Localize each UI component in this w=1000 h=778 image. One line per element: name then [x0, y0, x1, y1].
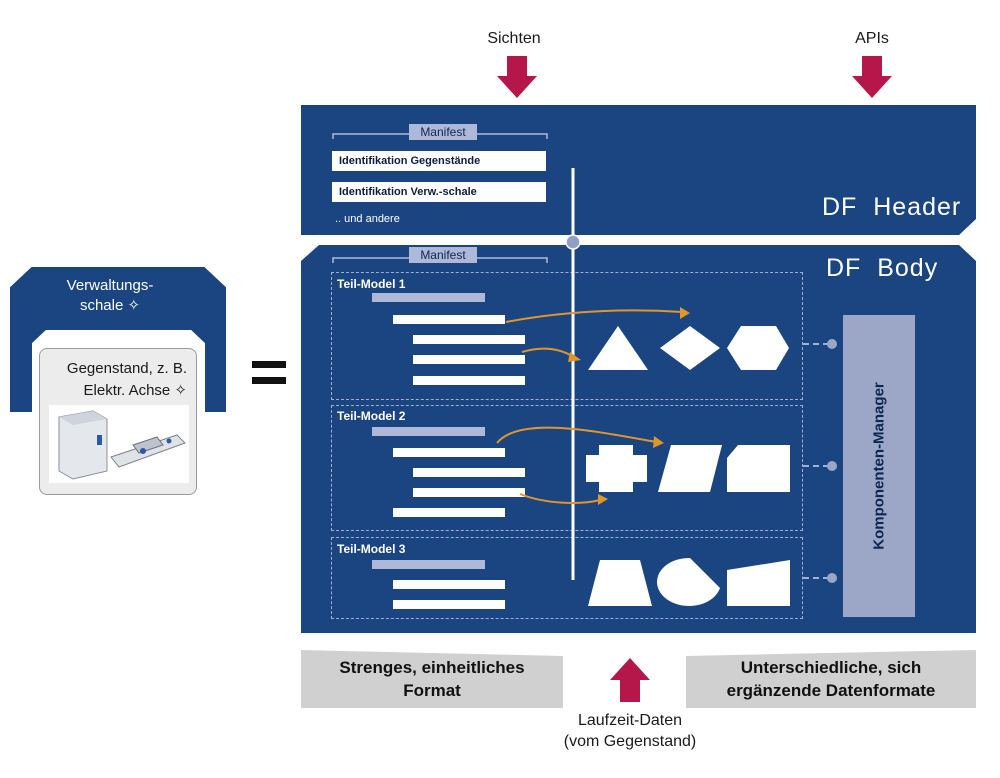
equals-sign	[252, 361, 286, 395]
identifikation-verwaltungsschale: Identifikation Verw.-schale	[332, 182, 546, 202]
datenformate-label: Unterschiedliche, sich ergänzende Datenf…	[726, 658, 936, 700]
manifest-tag-body: Manifest	[409, 247, 477, 263]
teil-model-2-box	[331, 405, 803, 531]
laufzeit-daten-label: Laufzeit-Daten (vom Gegenstand)	[563, 712, 697, 750]
bottom-left-shape	[301, 650, 563, 708]
verwaltungsschale-label: Verwaltungs- schale ✧	[66, 277, 154, 314]
teil-model-2-label: Teil-Model 2	[337, 409, 406, 423]
sichten-arrow-icon	[497, 56, 537, 98]
teil-model-1-box	[331, 272, 803, 400]
apis-label: APIs	[855, 30, 889, 47]
asset-label: Gegenstand, z. B. Elektr. Achse ✧	[66, 360, 187, 399]
axis-device-image	[49, 405, 189, 483]
bottom-right-shape	[686, 650, 976, 708]
identifikation-gegenstaende: Identifikation Gegenstände	[332, 151, 546, 171]
teil-model-3-label: Teil-Model 3	[337, 542, 406, 556]
laufzeit-arrow-icon	[610, 658, 650, 702]
sichten-label: Sichten	[487, 30, 541, 47]
df-header-title: DF Header	[822, 193, 962, 221]
teil-model-3-box	[331, 537, 803, 619]
und-andere: .. und andere	[335, 213, 400, 225]
teil-model-1-label: Teil-Model 1	[337, 277, 406, 291]
komponenten-manager-label: Komponenten-Manager	[870, 382, 888, 550]
df-body-title: DF Body	[826, 254, 939, 282]
komponenten-manager-box	[843, 315, 915, 617]
apis-arrow-icon	[852, 56, 892, 98]
manifest-tag-header: Manifest	[409, 124, 477, 140]
strenges-format-label: Strenges, einheitliches Format	[339, 658, 525, 700]
